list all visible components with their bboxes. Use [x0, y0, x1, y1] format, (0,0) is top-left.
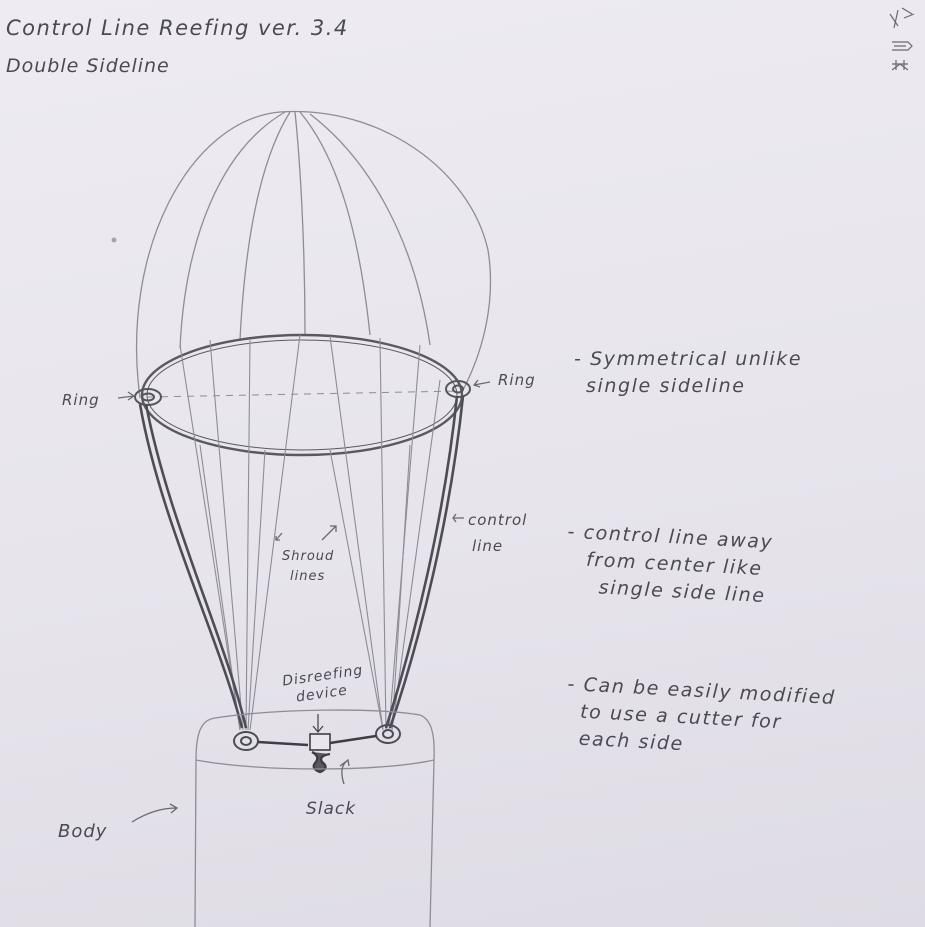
- arrow-shroud-left-icon: [276, 533, 282, 540]
- note-modify-cutter: - Can be easily modified to use a cutter…: [564, 671, 836, 766]
- canopy: [137, 111, 491, 398]
- note-control-line: - control line away from center like sin…: [564, 519, 774, 611]
- arrow-body-icon: [132, 804, 177, 822]
- pencil-dot: [112, 238, 117, 243]
- arrow-ring-left-icon: [118, 392, 134, 400]
- label-shroud-lines-1: Shroud: [282, 550, 334, 565]
- attach-ring-left-icon: [234, 732, 258, 750]
- label-ring-right: Ring: [498, 372, 536, 389]
- label-slack: Slack: [306, 800, 356, 820]
- note-symmetrical: - Symmetrical unlike single sideline: [574, 346, 802, 400]
- label-ring-left: Ring: [62, 392, 100, 409]
- label-control-line-1: control: [468, 512, 527, 529]
- label-body: Body: [58, 822, 107, 843]
- disreefing-device-icon: [258, 714, 376, 772]
- arrow-shroud-right-icon: [322, 526, 336, 540]
- label-control-line-2: line: [472, 538, 503, 555]
- arrow-control-line-icon: [453, 514, 464, 522]
- corner-marks: [890, 8, 914, 70]
- skirt-ring: [142, 335, 462, 455]
- label-shroud-lines-2: lines: [290, 570, 325, 585]
- attach-ring-right-icon: [376, 725, 400, 743]
- arrow-slack-icon: [340, 760, 349, 784]
- arrow-ring-right-icon: [474, 380, 490, 387]
